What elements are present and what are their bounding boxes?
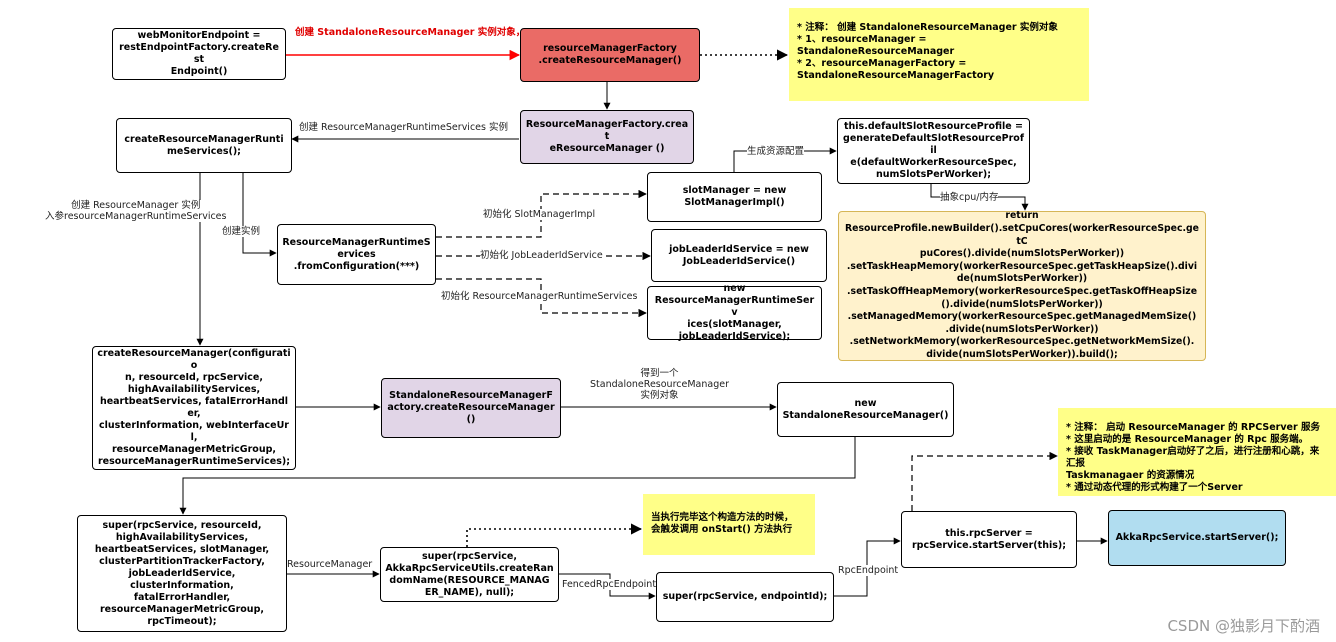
watermark: CSDN @独影月下酌酒 [1167, 617, 1320, 635]
new-standalone-resource-manager-node: new StandaloneResourceManager() [777, 382, 954, 437]
akka-rpc-start-server-node: AkkaRpcService.startServer(); [1108, 510, 1286, 566]
edge-new-to-super [179, 437, 856, 515]
label-resource-manager: ResourceManager [287, 559, 373, 570]
label-get-standalone: 得到一个 StandaloneResourceManager 实例对象 [590, 368, 729, 401]
edge-to-note3 [466, 523, 643, 547]
edge-init-slotmanager [436, 189, 647, 238]
web-monitor-endpoint-node: webMonitorEndpoint = restEndpointFactory… [112, 28, 286, 80]
label-create-standalone: 创建 StandaloneResourceManager 实例对象， [295, 27, 526, 38]
label-create-instance: 创建实例 [222, 226, 261, 237]
label-create-runtime-instance: 创建 ResourceManagerRuntimeServices 实例 [299, 122, 508, 133]
rm-runtime-services-from-config-node: ResourceManagerRuntimeS ervices .fromCon… [277, 224, 436, 285]
super-akka-rpc-node: super(rpcService, AkkaRpcServiceUtils.cr… [380, 547, 559, 602]
note-on-start: 当执行完毕这个构造方法的时候， 会触发调用 onStart() 方法执行 [643, 494, 815, 555]
note-create-standalone: * 注释： 创建 StandaloneResourceManager 实例对象 … [789, 8, 1089, 101]
label-init-runtime: 初始化 ResourceManagerRuntimeServices [441, 291, 638, 302]
label-rpc-endpoint: RpcEndpoint [838, 565, 899, 576]
label-abstract-cpu: 抽象cpu/内存 [940, 192, 999, 203]
return-resource-profile-node: return ResourceProfile.newBuilder().setC… [838, 210, 1206, 361]
edge-runtime-to-fromconfig [242, 173, 277, 257]
label-init-job-leader: 初始化 JobLeaderIdService [480, 250, 603, 261]
resource-manager-factory-create-node: resourceManagerFactory .createResourceMa… [520, 28, 700, 82]
note-start-rpc-server: * 注释： 启动 ResourceManager 的 RPCServer 服务 … [1058, 408, 1336, 496]
slot-manager-node: slotManager = new SlotManagerImpl() [647, 172, 822, 222]
new-rm-runtime-services-node: new ResourceManagerRuntimeServ ices(slot… [647, 283, 822, 342]
super-endpoint-node: super(rpcService, endpointId); [656, 572, 834, 622]
label-init-slot-manager: 初始化 SlotManagerImpl [483, 209, 596, 220]
default-slot-resource-profile-node: this.defaultSlotResourceProfile = genera… [837, 118, 1030, 184]
label-gen-resource: 生成资源配置 [747, 146, 805, 157]
create-resource-manager-node: createResourceManager(configuratio n, re… [92, 346, 296, 470]
job-leader-id-service-node: jobLeaderIdService = new JobLeaderIdServ… [651, 229, 827, 282]
label-create-rm-instance: 创建 ResourceManager 实例 入参resourceManagerR… [45, 200, 227, 222]
label-fenced-rpc-endpoint: FencedRpcEndpoint [562, 579, 657, 590]
create-rm-runtime-services-node: createResourceManagerRunti meServices(); [116, 118, 292, 173]
rpc-server-start-node: this.rpcServer = rpcService.startServer(… [901, 511, 1077, 568]
edge-to-note2 [911, 451, 1058, 511]
resource-manager-factory-create2-node: ResourceManagerFactory.creat eResourceMa… [520, 110, 694, 164]
super-rpc-service-node: super(rpcService, resourceId, highAvaila… [77, 515, 287, 632]
standalone-factory-create-node: StandaloneResourceManagerF actory.create… [381, 378, 561, 438]
